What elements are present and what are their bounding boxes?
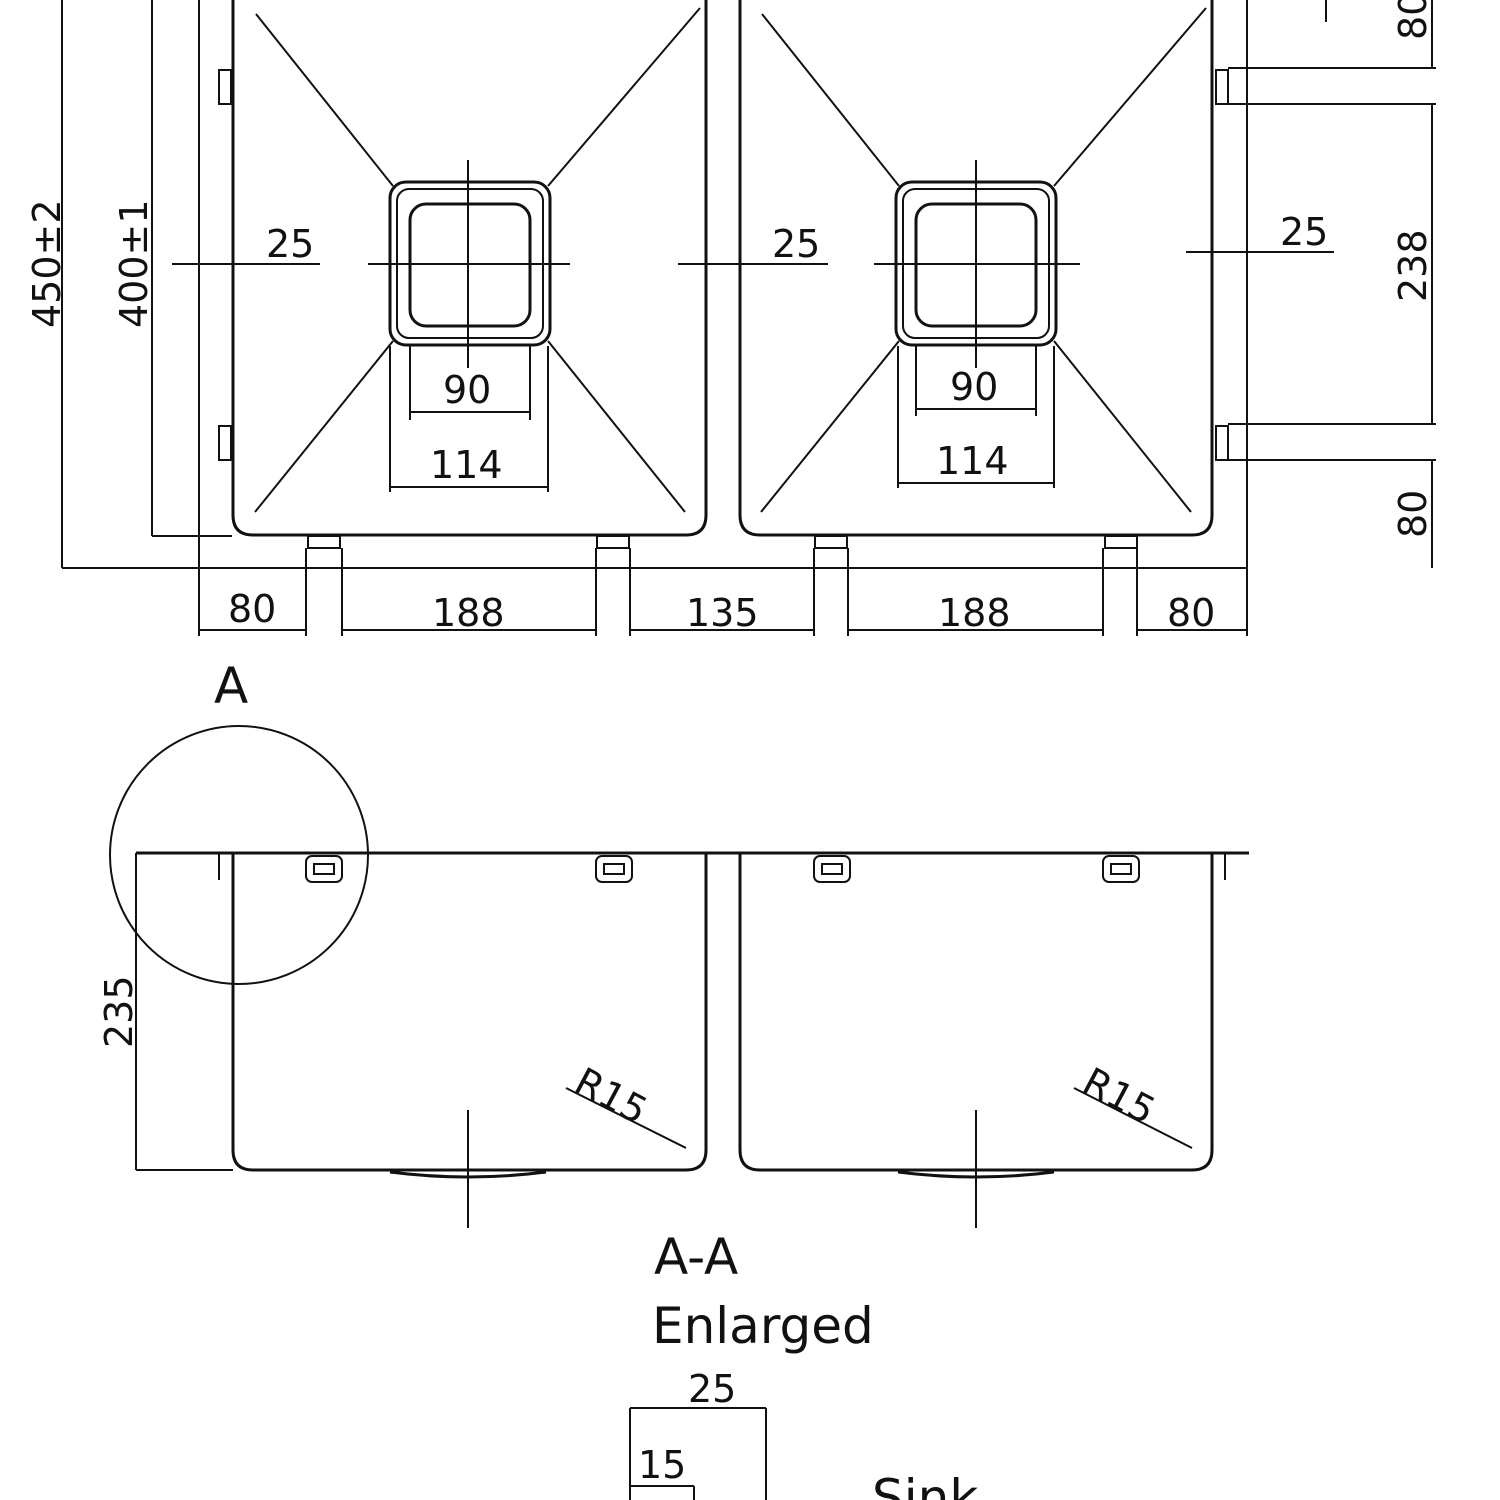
flange-width-label: 25 [688, 1367, 736, 1411]
right-section-clip-2 [1102, 855, 1140, 883]
right-side-offset-label: 25 [1280, 210, 1328, 254]
right-bowl [738, 0, 1229, 549]
left-clip-b2 [596, 535, 630, 549]
bottom-dim-3: 135 [686, 591, 759, 635]
right-section-clip-1 [813, 855, 851, 883]
left-section-clip-2-slot [603, 863, 625, 875]
section-title: A-A [654, 1228, 738, 1286]
left-clip-bottom [218, 425, 232, 461]
section-view: A R15 R15 235 A-A [97, 657, 1249, 1286]
right-bowl-outline [738, 0, 1214, 537]
left-radius-label: R15 [568, 1059, 655, 1133]
right-clip-bottom [1215, 425, 1229, 461]
left-diag-br [547, 340, 686, 513]
left-bowl-section [231, 853, 708, 1172]
plan-view: 450±2 400±1 25 25 25 90 114 90 114 [25, 0, 1436, 636]
bottom-dim-1: 80 [228, 587, 276, 631]
left-section-clip-2 [595, 855, 633, 883]
right-clip-top [1215, 69, 1229, 105]
bottom-dim-2: 188 [432, 591, 505, 635]
right-radius-leader [1073, 1087, 1193, 1149]
left-bowl-outline [231, 0, 708, 537]
left-rim-offset-label: 25 [266, 222, 314, 266]
right-section-clip-2-slot [1110, 863, 1132, 875]
clip-spacing-label: 238 [1391, 229, 1435, 302]
detail-circle [109, 725, 369, 985]
bowl-height-label: 235 [97, 975, 141, 1048]
right-top-gap-label: 80 [1391, 0, 1435, 40]
left-diag-tr [547, 7, 701, 187]
detail-marker-label: A [214, 657, 248, 715]
bottom-dimensions: 80 188 135 188 80 [198, 548, 1248, 636]
enlarged-view: Enlarged 25 15 Sink [629, 1297, 978, 1500]
right-diag-tl [761, 13, 900, 187]
left-clip-b1 [307, 535, 341, 549]
right-radius-label: R15 [1076, 1059, 1163, 1133]
left-section-clip-1-slot [313, 863, 335, 875]
lip-width-label: 15 [638, 1443, 686, 1487]
right-drain-outer-label: 114 [936, 439, 1009, 483]
bottom-dim-5: 80 [1167, 591, 1215, 635]
left-diag-bl [254, 340, 394, 513]
left-clip-top [218, 69, 232, 105]
right-bottom-gap-label: 80 [1391, 490, 1435, 538]
sink-part-label: Sink [872, 1469, 978, 1500]
right-drain-inner-label: 90 [950, 365, 998, 409]
bottom-dim-4: 188 [938, 591, 1011, 635]
left-drain-inner-label: 90 [443, 368, 491, 412]
left-radius-leader [565, 1087, 687, 1149]
right-diag-tr [1053, 7, 1207, 187]
left-drain-outer-label: 114 [430, 443, 503, 487]
right-clip-b1 [814, 535, 848, 549]
right-diag-bl [760, 340, 900, 513]
right-section-clip-1-slot [821, 863, 843, 875]
left-bowl [218, 0, 708, 549]
overall-depth-label: 450±2 [25, 199, 69, 328]
left-diag-tl [255, 13, 394, 187]
left-section-clip-1 [305, 855, 343, 883]
right-clip-b2 [1104, 535, 1138, 549]
right-diag-br [1053, 340, 1192, 513]
bowl-depth-label: 400±1 [112, 199, 156, 328]
right-rim-offset-label: 25 [772, 222, 820, 266]
enlarged-title: Enlarged [652, 1297, 874, 1355]
